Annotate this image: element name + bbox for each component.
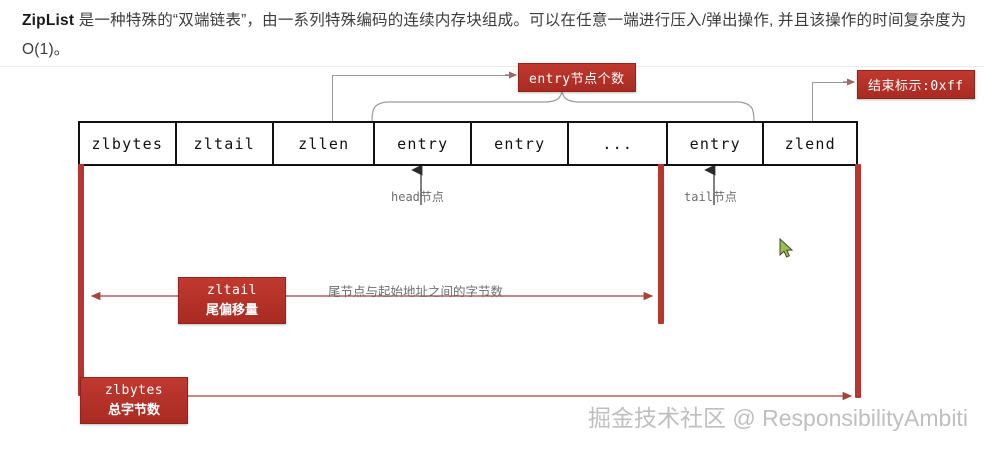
header-divider [0,66,984,67]
callout-zltail[interactable]: zltail 尾偏移量 [178,277,286,324]
cell-label: zlend [784,134,836,153]
caption-tail-node: tail节点 [684,190,737,204]
ziplist-cell-zllen[interactable]: zllen [274,123,376,164]
intro-body-text: 是一种特殊的“双端链表”，由一系列特殊编码的连续内存块组成。可以在任意一端进行压… [22,12,967,58]
zlend-connector-horizontal [812,82,852,83]
callout-zlbytes-desc: 总字节数 [107,402,160,417]
caption-head-node: head节点 [391,190,444,204]
ziplist-cell-entry-2[interactable]: entry [472,123,570,164]
cell-label: entry [689,134,741,153]
zlbytes-start-bar [78,164,84,396]
callout-zltail-desc: 尾偏移量 [205,302,258,317]
ziplist-cell-entry-head[interactable]: entry [375,123,472,164]
watermark-text: 掘金技术社区 @ ResponsibilityAmbiti [588,405,968,431]
ziplist-cell-zlbytes[interactable]: zlbytes [80,123,177,164]
callout-end-marker-label: 结束标示:0xff [868,79,964,94]
zllen-connector-vertical [332,75,333,123]
callout-zlbytes-name: zlbytes [104,383,164,398]
cell-label: zlbytes [91,134,164,153]
intro-paragraph: ZipList 是一种特殊的“双端链表”，由一系列特殊编码的连续内存块组成。可以… [22,6,967,64]
ziplist-structure-row: zlbytes zltail zllen entry entry ... ent… [78,121,858,166]
callout-end-marker[interactable]: 结束标示:0xff [857,70,975,99]
cell-label: entry [494,134,546,153]
cell-label: entry [397,134,449,153]
ziplist-cell-zlend[interactable]: zlend [764,123,856,164]
cell-label: zltail [193,134,255,153]
callout-entry-count[interactable]: entry节点个数 [518,63,636,92]
cell-label: ... [602,134,634,153]
zlbytes-end-bar [855,164,861,398]
entry-span-brace [371,90,755,123]
ziplist-cell-entry-tail[interactable]: entry [668,123,765,164]
callout-entry-count-label: entry节点个数 [529,72,625,87]
callout-zltail-name: zltail [207,283,257,298]
callout-zlbytes[interactable]: zlbytes 总字节数 [80,377,188,424]
zllen-connector-horizontal [332,75,514,76]
ziplist-cell-ellipsis[interactable]: ... [569,123,668,164]
ziplist-cell-zltail[interactable]: zltail [177,123,274,164]
caption-tail-offset: 尾节点与起始地址之间的字节数 [328,285,504,299]
cell-label: zllen [298,134,350,153]
zlend-connector-vertical [812,82,813,123]
zltail-end-bar [658,164,664,324]
mouse-cursor-icon [779,238,794,258]
intro-bold-term: ZipList [22,12,75,29]
